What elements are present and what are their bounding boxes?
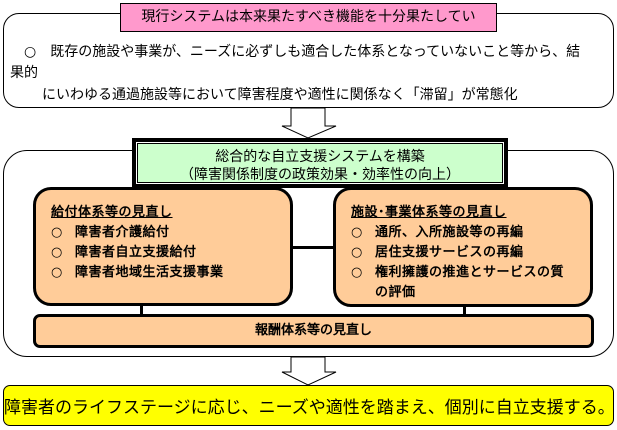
arrow-shape <box>281 107 337 139</box>
bullet-circle-icon: ○ <box>51 245 63 260</box>
list-item: ○ 障害者地域生活支援事業 <box>51 263 224 283</box>
item-continuation: の評価 <box>375 285 416 300</box>
compensation-review-bar: 報酬体系等の見直し <box>33 314 594 348</box>
problem-line-3: にいわゆる通過施設等において障害程度や適性に関係なく「滞留」が常態化 <box>42 87 518 103</box>
item-label: 通所、入所施設等の再編 <box>375 225 524 240</box>
bullet-circle-icon: ○ <box>51 225 63 240</box>
list-item: ○ 通所、入所施設等の再編 <box>351 223 564 243</box>
list-item: ○ 障害者介護給付 <box>51 223 224 243</box>
benefits-review-heading: 給付体系等の見直し <box>51 205 173 220</box>
facilities-review-box: 施設･事業体系等の見直し ○ 通所、入所施設等の再編 ○ 居住支援サービスの再編… <box>333 187 593 307</box>
benefits-review-box: 給付体系等の見直し ○ 障害者介護給付 ○ 障害者自立支援給付 ○ 障害者地域生… <box>33 187 293 306</box>
bullet-circle-icon: ○ <box>351 245 363 260</box>
item-label: 権利擁護の推進とサービスの質 <box>375 265 565 280</box>
connector-horizontal <box>292 246 334 249</box>
item-label: 障害者介護給付 <box>75 225 170 240</box>
bullet-circle-icon: ○ <box>351 225 363 240</box>
list-item: ○ 障害者自立支援給付 <box>51 243 224 263</box>
list-item: ○ 居住支援サービスの再編 <box>351 243 564 263</box>
arrow-shape <box>281 356 337 386</box>
connector-right-stem <box>463 305 466 316</box>
bullet-circle-icon: ○ <box>351 265 363 280</box>
item-label: 障害者自立支援給付 <box>75 245 197 260</box>
goal-box: 障害者のライフステージに応じ、ニーズや適性を踏まえ、個別に自立支援する。 <box>3 385 615 426</box>
system-title: 総合的な自立支援システムを構築 <box>215 149 425 165</box>
problem-title: 現行システムは本来果たすべき機能を十分果たしてい <box>120 3 497 32</box>
bullet-circle-icon: ○ <box>51 265 63 280</box>
problem-line-2: 果的 <box>10 65 38 81</box>
system-subtitle: （障害関係制度の政策効果・効率性の向上） <box>180 167 460 183</box>
item-label: 障害者地域生活支援事業 <box>75 265 224 280</box>
problem-line-1: ○ 既存の施設や事業が、ニーズに必ずしも適合した体系となっていないこと等から、結 <box>10 44 581 60</box>
item-label: 居住支援サービスの再編 <box>375 245 524 260</box>
list-item: ○ 権利擁護の推進とサービスの質 <box>351 263 564 283</box>
system-title-box: 総合的な自立支援システムを構築 （障害関係制度の政策効果・効率性の向上） <box>132 138 508 188</box>
connector-left-stem <box>140 305 143 316</box>
facilities-review-heading: 施設･事業体系等の見直し <box>351 205 507 220</box>
